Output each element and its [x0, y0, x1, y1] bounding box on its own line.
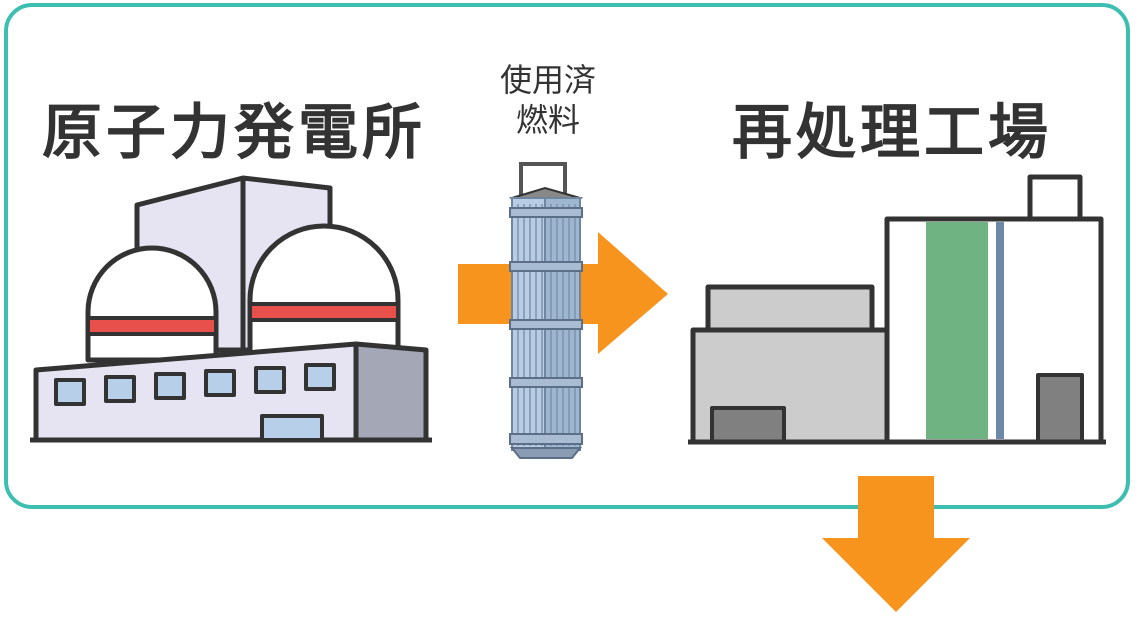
spent-fuel-label-line2: 燃料 — [515, 101, 580, 139]
spent-fuel-assembly-icon — [508, 162, 584, 459]
nuclear-plant-label: 原子力発電所 — [42, 98, 426, 168]
reprocessing-plant-label: 再処理工場 — [732, 98, 1052, 168]
arrow-down-icon — [822, 476, 970, 612]
reprocessing-plant-icon — [688, 174, 1106, 445]
process-frame — [4, 3, 1130, 509]
spent-fuel-label-line1: 使用済 — [499, 61, 596, 99]
nuclear-power-plant-icon — [30, 175, 432, 443]
spent-fuel-label: 使用済 燃料 — [478, 60, 618, 140]
